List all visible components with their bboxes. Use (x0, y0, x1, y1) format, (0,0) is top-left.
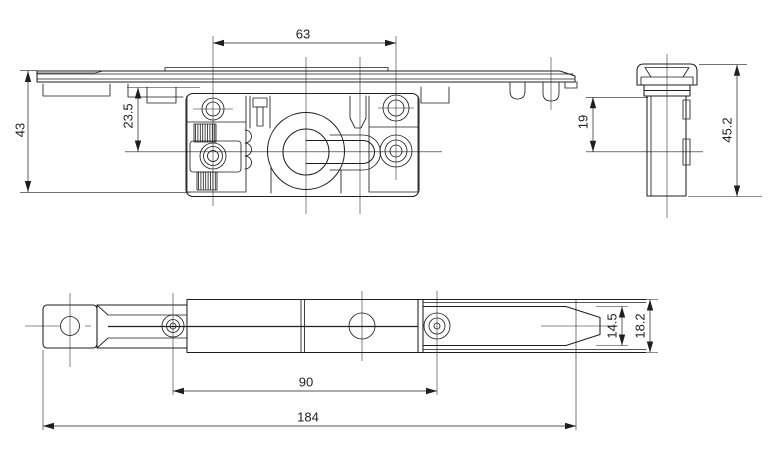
keyhole-circle (282, 128, 330, 176)
keyhole-slot (305, 139, 375, 165)
bushing-left-outer (199, 142, 227, 170)
housing-side-brackets (146, 86, 450, 104)
side-body (646, 95, 687, 197)
rail-screw-right-inner (433, 322, 441, 330)
rail-left-hole (60, 316, 80, 336)
faceplate-inner-lines (36, 67, 575, 80)
dim-90-label: 90 (299, 375, 313, 390)
spring-hatch-upper (195, 124, 216, 142)
dim-45-2-label: 45.2 (720, 117, 735, 142)
spring-hatch-lower (198, 172, 216, 190)
rail-inner-bar (422, 305, 601, 347)
plunger-head (252, 97, 268, 108)
bushing-left-inner (207, 150, 219, 162)
scalloped-edge (244, 129, 252, 170)
spring-pocket-lower (196, 171, 218, 191)
rail-neck-chamfer (96, 304, 188, 349)
dimension-23-5: 23.5 (121, 87, 200, 152)
dimensions: 63 43 23.5 19 45.2 90 (13, 27, 762, 430)
dim-63-label: 63 (296, 27, 310, 42)
dimension-45-2: 45.2 (688, 64, 762, 197)
dimension-43: 43 (13, 70, 190, 193)
dimension-19: 19 (576, 97, 648, 152)
bushing-right-outer (379, 134, 413, 168)
rail-neck (96, 304, 188, 349)
dim-184-extensions (42, 299, 577, 430)
dim-23-5-label: 23.5 (121, 103, 136, 128)
bushing-box-left (189, 140, 242, 173)
dim-19-label: 19 (576, 115, 591, 129)
housing-outline (185, 92, 420, 198)
faceplate-left-bracket (42, 83, 184, 98)
strike-channel (349, 95, 367, 129)
dim-18-2-extensions (646, 299, 658, 353)
dimension-14-5: 14.5 (596, 306, 628, 346)
rail-screw-right-mid (428, 317, 446, 335)
front-centerlines (125, 36, 552, 214)
bottom-view (25, 291, 647, 395)
plunger-stem (256, 106, 264, 127)
side-cap-inner (640, 67, 694, 86)
side-cap (636, 63, 698, 86)
rail-screw-right-outer (423, 312, 451, 340)
dim-18-2-label: 18.2 (633, 313, 648, 338)
bushing-right-inner (389, 144, 403, 158)
dimension-90: 90 (173, 375, 437, 395)
side-centerlines (586, 54, 703, 218)
keyhole-boss (329, 134, 381, 171)
plunger-channel (249, 95, 271, 129)
screw-hole-top-right-inner (387, 99, 405, 117)
dimension-184: 184 (42, 299, 577, 430)
dim-43-extensions (20, 70, 190, 193)
dim-43-label: 43 (13, 123, 28, 137)
dimension-18-2: 18.2 (633, 299, 658, 353)
screw-hole-top-right (382, 94, 410, 122)
faceplate-right-tabs (509, 81, 578, 102)
cam-cradle (270, 167, 342, 194)
rail-center-hole (348, 312, 376, 340)
left-panel (186, 95, 247, 193)
screw-hole-top-left (201, 97, 225, 121)
front-view (36, 36, 578, 214)
bushing-left-mid (203, 146, 223, 166)
side-latch-tab-upper (682, 99, 691, 120)
dimension-63: 63 (213, 27, 396, 47)
right-panel (368, 95, 419, 193)
side-view (586, 54, 703, 218)
dim-14-5-label: 14.5 (605, 313, 620, 338)
cam-disc (266, 111, 346, 191)
side-latch-tab-lower (682, 138, 691, 166)
dim-184-label: 184 (297, 410, 319, 425)
faceplate (36, 70, 576, 83)
bushing-right-mid (384, 139, 408, 163)
screw-hole-top-left-inner (205, 101, 221, 117)
